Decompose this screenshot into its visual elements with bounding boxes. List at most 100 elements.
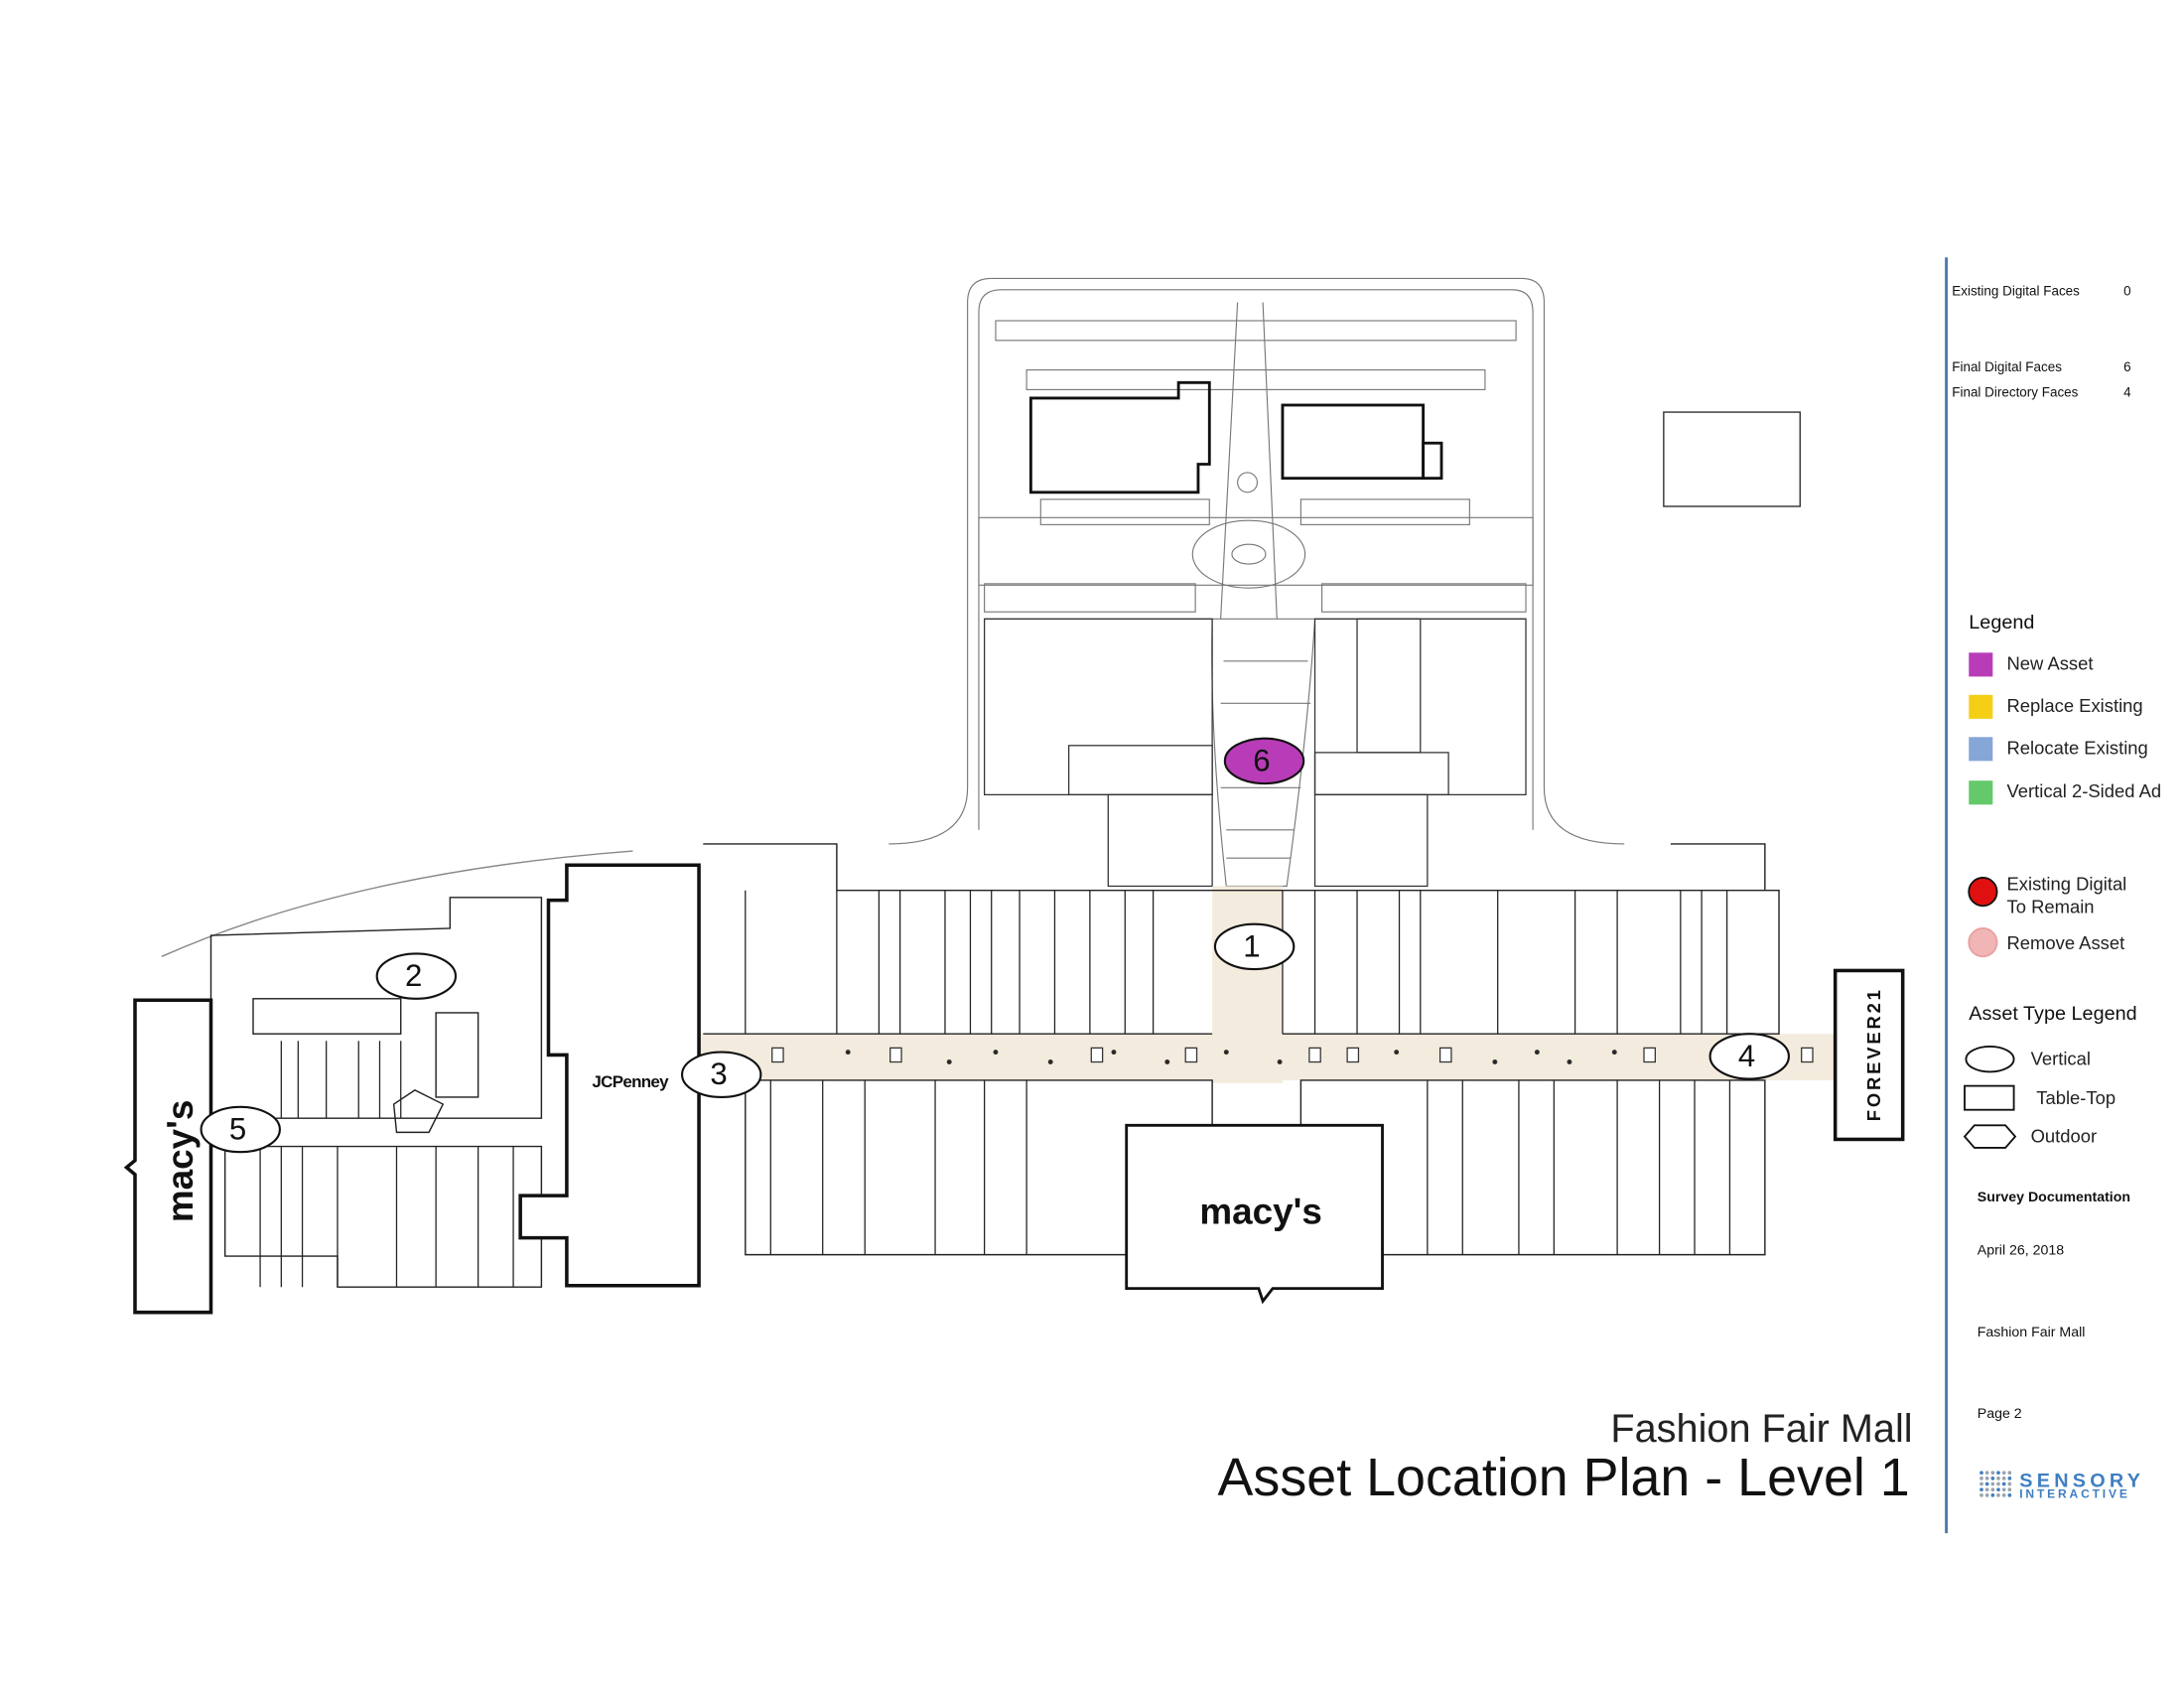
corridor-dot: [1223, 1050, 1229, 1055]
outparcel-building: [1663, 411, 1801, 507]
existing-digital-icon: [1968, 877, 1998, 908]
anchor-jcpenney: [518, 863, 701, 1288]
marker-3-label: 3: [710, 1055, 728, 1092]
corridor-kiosk: [1643, 1047, 1656, 1063]
legend-title: Legend: [1969, 610, 2035, 633]
north-wing-stores: [983, 618, 1527, 888]
corridor-fixtures: [771, 1047, 1814, 1065]
logo-dot: [1996, 1471, 2000, 1476]
legend-vertical: Vertical: [2030, 1048, 2091, 1069]
logo-dot: [2007, 1477, 2012, 1480]
mall-title: Fashion Fair Mall: [1610, 1406, 1913, 1451]
logo-dot: [2001, 1481, 2006, 1486]
marker-2[interactable]: [375, 952, 458, 1000]
legend-replace-existing: Replace Existing: [2006, 694, 2143, 717]
logo-dot: [1990, 1477, 1995, 1480]
legend-remove-asset: Remove Asset: [2006, 932, 2125, 954]
anchor-macys-west: [123, 998, 213, 1315]
corridor-dot: [845, 1050, 851, 1055]
logo-dot: [1996, 1477, 2000, 1480]
logo-dot: [1979, 1477, 1983, 1480]
relocate-existing-swatch: [1969, 737, 1993, 762]
survey-documentation: Survey Documentation: [1977, 1190, 2131, 1206]
legend-outdoor: Outdoor: [2030, 1125, 2098, 1147]
logo-dot: [1990, 1471, 1995, 1476]
corridor-dot: [1611, 1050, 1617, 1055]
marker-1[interactable]: [1213, 922, 1296, 971]
legend-vertical-ad: Vertical 2-Sided Ad: [2006, 780, 2162, 802]
logo-dot: [2001, 1471, 2006, 1476]
logo-dot: [1990, 1481, 1995, 1486]
survey-date: April 26, 2018: [1977, 1243, 2065, 1259]
logo-dot: [1990, 1493, 1995, 1497]
logo-dot: [1984, 1487, 1989, 1492]
corridor-kiosk: [889, 1047, 902, 1063]
corridor-kiosk: [1184, 1047, 1198, 1063]
macys-south-label: macy's: [1199, 1190, 1322, 1232]
corridor-dot: [1492, 1059, 1498, 1065]
logo-dot: [1996, 1487, 2000, 1492]
corridor-dot: [1164, 1059, 1170, 1065]
marker-5-label: 5: [228, 1111, 247, 1147]
tabletop-shape-icon: [1964, 1084, 2015, 1111]
page-number: Page 2: [1977, 1406, 2022, 1423]
anchor-macys-south: [1125, 1123, 1384, 1305]
logo-dot: [1996, 1493, 2000, 1497]
legend-relocate-existing: Relocate Existing: [2006, 737, 2148, 759]
marker-3[interactable]: [680, 1051, 762, 1099]
anchor-forever21: [1833, 968, 1905, 1142]
vertical-ad-swatch: [1969, 780, 1993, 805]
legend-tabletop: Table-Top: [2036, 1087, 2116, 1109]
sensory-logo-icon: [1979, 1471, 2012, 1497]
forever21-label: FOREVER21: [1863, 987, 1885, 1122]
logo-dot: [1984, 1493, 1989, 1497]
corridor-dot: [1277, 1059, 1283, 1065]
legend-existing-line1: Existing Digital: [2006, 873, 2127, 895]
asset-markers: [200, 737, 1790, 1154]
count-value-final-digital: 6: [2123, 359, 2131, 376]
marker-2-label: 2: [404, 957, 423, 994]
jcpenney-label: JCPenney: [592, 1071, 668, 1092]
remove-asset-icon: [1968, 927, 1998, 958]
logo-dot: [2001, 1487, 2006, 1492]
logo-dot: [2001, 1477, 2006, 1480]
asset-type-legend-title: Asset Type Legend: [1969, 1001, 2137, 1025]
logo-dot: [2007, 1471, 2012, 1476]
new-asset-swatch: [1969, 652, 1993, 677]
corridor-kiosk: [771, 1047, 784, 1063]
count-label-final-directory: Final Directory Faces: [1952, 385, 2079, 401]
marker-4[interactable]: [1708, 1033, 1790, 1080]
legend-existing-line2: To Remain: [2006, 896, 2095, 917]
marker-6-label: 6: [1253, 742, 1271, 778]
corridor-dot: [1047, 1059, 1053, 1065]
legend-shapes: [1963, 877, 2017, 1149]
outdoor-shape-icon: [1963, 1124, 2017, 1149]
logo-dot: [1979, 1487, 1983, 1492]
logo-dot: [1984, 1471, 1989, 1476]
plan-title: Asset Location Plan - Level 1: [1217, 1449, 1910, 1508]
logo-dot: [2007, 1493, 2012, 1497]
info-mall-name: Fashion Fair Mall: [1977, 1325, 2086, 1341]
legend-new-asset: New Asset: [2006, 652, 2094, 674]
marker-6[interactable]: [1223, 737, 1305, 785]
corridor-dot: [1394, 1050, 1400, 1055]
macys-west-label: macy's: [159, 1099, 202, 1223]
corridor-dot: [993, 1050, 999, 1055]
marker-5[interactable]: [200, 1105, 281, 1154]
store-dividers: [259, 890, 1731, 1288]
corridor-kiosk: [1346, 1047, 1360, 1063]
marker-1-label: 1: [1243, 927, 1261, 964]
corridor-dot: [1567, 1059, 1572, 1065]
vertical-shape-icon: [1965, 1046, 2015, 1073]
logo-dot: [1996, 1481, 2000, 1486]
logo-dot: [2007, 1487, 2012, 1492]
logo-dot: [1979, 1493, 1983, 1497]
logo-dot: [1984, 1477, 1989, 1480]
logo-dot: [2001, 1493, 2006, 1497]
count-value-existing: 0: [2123, 284, 2131, 300]
logo-dot: [1990, 1487, 1995, 1492]
corridor-kiosk: [1308, 1047, 1321, 1063]
count-label-final-digital: Final Digital Faces: [1952, 359, 2062, 376]
